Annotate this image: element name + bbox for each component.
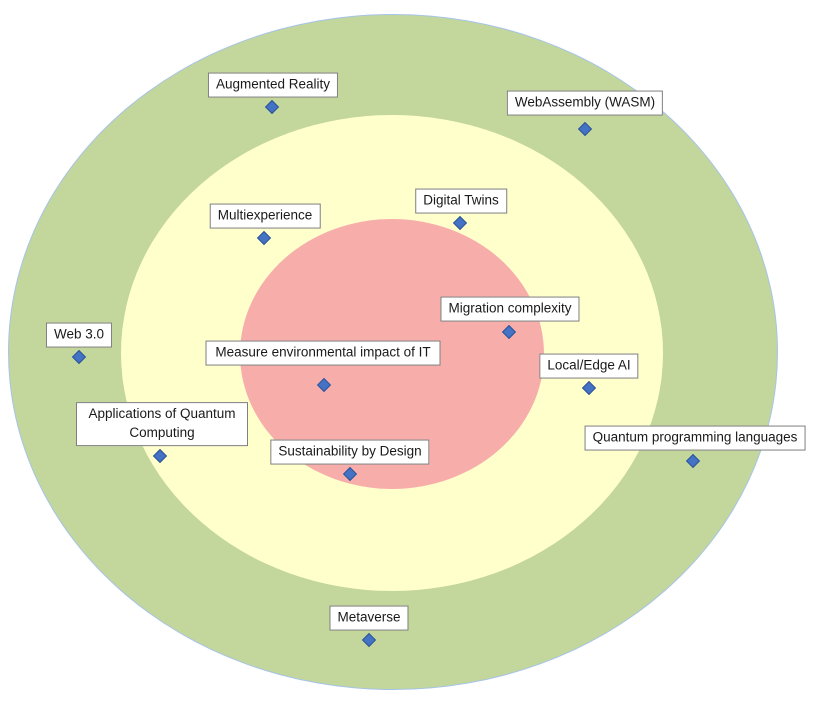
point-marker-diamond — [316, 377, 332, 393]
point-label: Metaverse — [329, 605, 409, 631]
point-marker-diamond — [685, 453, 701, 469]
point-marker-diamond — [71, 349, 87, 365]
point-label: Digital Twins — [415, 188, 507, 214]
point-marker-diamond — [256, 230, 272, 246]
point-label: Local/Edge AI — [539, 353, 639, 379]
point-marker-diamond — [342, 466, 358, 482]
point-marker-diamond — [264, 99, 280, 115]
point-label: Migration complexity — [440, 296, 580, 322]
point-label: Multiexperience — [209, 203, 321, 229]
point-label: Augmented Reality — [207, 72, 339, 98]
point-label: Measure environmental impact of IT — [205, 340, 441, 366]
point-marker-diamond — [577, 121, 593, 137]
point-marker-diamond — [581, 380, 597, 396]
point-label: Web 3.0 — [45, 322, 113, 348]
point-label: WebAssembly (WASM) — [506, 90, 664, 116]
point-marker-diamond — [501, 324, 517, 340]
point-label: Sustainability by Design — [270, 439, 430, 465]
point-marker-diamond — [452, 215, 468, 231]
point-marker-diamond — [152, 448, 168, 464]
point-label: Applications of Quantum Computing — [76, 402, 248, 446]
point-label: Quantum programming languages — [584, 425, 806, 451]
point-marker-diamond — [361, 632, 377, 648]
